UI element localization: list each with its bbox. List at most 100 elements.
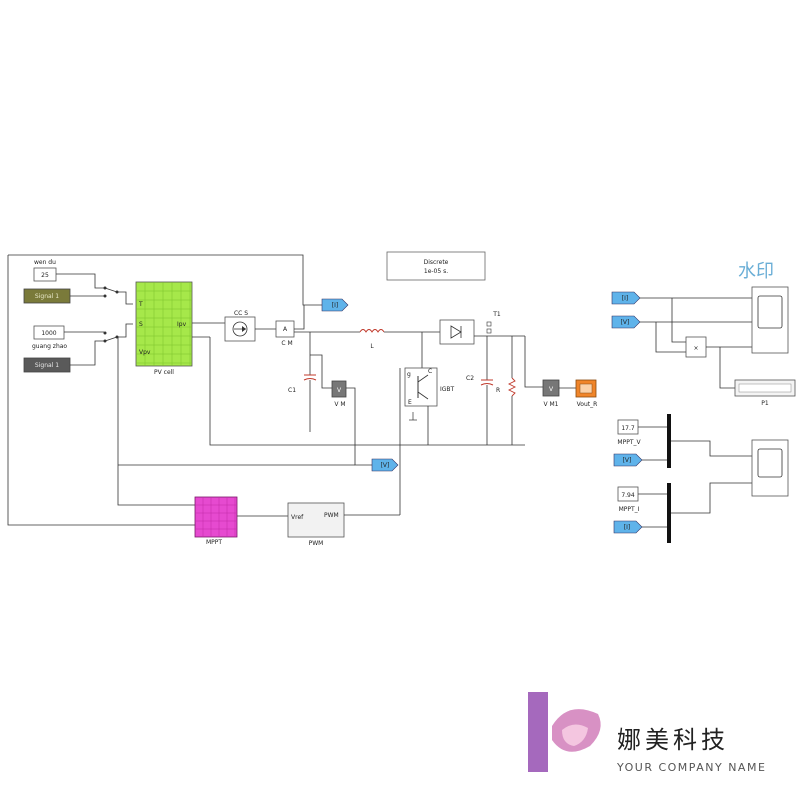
- c2-label: C2: [466, 375, 474, 382]
- current-meter[interactable]: A C M: [275, 320, 295, 347]
- pv-cell-block[interactable]: T S Vpv Ipv PV cell: [135, 281, 193, 376]
- product-symbol: ×: [693, 345, 698, 352]
- vm1-symbol: V: [549, 386, 554, 393]
- vm-label: V M: [334, 401, 345, 408]
- wire-left-loop: [7, 255, 195, 526]
- signal-b-label: Signal 1: [35, 362, 59, 369]
- wendu-constant[interactable]: wen du 25: [33, 259, 57, 282]
- signal-a-label: Signal 1: [35, 293, 59, 300]
- wire-prod-p1: [719, 347, 735, 389]
- capacitor-c1[interactable]: C1: [288, 374, 317, 394]
- wire-i-prod: [671, 298, 686, 343]
- capacitor-c2[interactable]: C2: [466, 375, 494, 386]
- powergui-line1: Discrete: [424, 259, 449, 266]
- c1-label: C1: [288, 387, 296, 394]
- wire-vm-goto: [346, 387, 372, 466]
- signal-builder-1[interactable]: Signal 1: [23, 288, 71, 304]
- mux-2[interactable]: [667, 483, 671, 543]
- wire-sw1-pv: [118, 291, 133, 305]
- pwm-label: PWM: [309, 540, 324, 547]
- signal-builder-2[interactable]: Signal 1: [23, 357, 71, 373]
- logo-name: 娜美科技: [617, 726, 729, 754]
- logo-tagline: YOUR COMPANY NAME: [616, 761, 766, 774]
- powergui-block[interactable]: Discrete 1e-05 s.: [386, 251, 486, 281]
- from-v-tag-2[interactable]: [V]: [613, 453, 643, 467]
- pv-label: PV cell: [154, 369, 174, 376]
- ccs-label: CC S: [234, 310, 248, 317]
- mppt-i-label: MPPT_I: [619, 506, 640, 513]
- igbt-port-c: C: [428, 368, 432, 375]
- manual-switch-2[interactable]: [103, 331, 119, 343]
- r-label: R: [496, 387, 500, 394]
- wire-signal-b: [70, 340, 104, 366]
- wire-mux1-scope2: [671, 440, 752, 457]
- guangzhao-label: guang zhao: [32, 343, 67, 350]
- from-i1-label: [I]: [622, 295, 628, 302]
- from-v-tag-1[interactable]: [V]: [611, 315, 641, 329]
- igbt-label: IGBT: [440, 386, 455, 393]
- wendu-value: 25: [41, 272, 49, 279]
- scope-2[interactable]: [751, 439, 789, 497]
- vout-label: Vout_R: [577, 401, 598, 408]
- company-logo: 娜美科技 YOUR COMPANY NAME: [528, 692, 766, 774]
- manual-switch-1[interactable]: [103, 286, 119, 298]
- pwm-in-port: Vref: [291, 514, 304, 521]
- mppt-i-display[interactable]: 7.94 MPPT_I: [617, 486, 640, 513]
- wire-v-prod: [655, 322, 686, 353]
- pv-port-t: T: [138, 301, 143, 308]
- wire-mux2-scope2: [671, 482, 752, 514]
- igbt-port-g: g: [407, 371, 411, 378]
- from-i-tag-2[interactable]: [I]: [613, 520, 643, 534]
- display-p1[interactable]: P1: [734, 379, 796, 407]
- mux-1[interactable]: [667, 414, 671, 468]
- diode-t1[interactable]: T1: [439, 311, 501, 345]
- goto-i-label: [I]: [332, 302, 338, 309]
- goto-v-tag[interactable]: [V]: [371, 458, 399, 472]
- mppt-v-value: 17.7: [621, 425, 635, 432]
- goto-i-tag[interactable]: [I]: [321, 298, 349, 312]
- from-i-tag-1[interactable]: [I]: [611, 291, 641, 305]
- pwm-block[interactable]: Vref PWM PWM: [287, 502, 345, 547]
- mppt-label: MPPT: [206, 539, 222, 546]
- mppt-i-value: 7.94: [621, 492, 635, 499]
- guangzhao-value: 1000: [41, 330, 56, 337]
- p1-label: P1: [761, 400, 769, 407]
- powergui-line2: 1e-05 s.: [424, 268, 448, 275]
- controlled-current-source[interactable]: CC S: [224, 310, 256, 342]
- wire-vm1-in: [524, 336, 543, 388]
- wire-wendu: [56, 273, 104, 289]
- igbt-switch[interactable]: g C E IGBT: [404, 367, 455, 421]
- igbt-port-e: E: [408, 399, 412, 406]
- voltage-meter-vm1[interactable]: V V M1: [542, 379, 560, 408]
- cm-label: C M: [281, 340, 292, 347]
- inductor-label: L: [370, 343, 374, 350]
- watermark-text: 水印: [738, 261, 774, 282]
- voltage-meter-vm[interactable]: V V M: [331, 380, 347, 408]
- wire-mppt-v: [117, 337, 195, 506]
- mppt-block[interactable]: MPPT: [194, 496, 238, 546]
- wire-ground-bus: [209, 337, 525, 446]
- pwm-out-port: PWM: [324, 512, 339, 519]
- pv-port-vpv: Vpv: [139, 349, 151, 356]
- inductor-l[interactable]: L: [359, 329, 385, 351]
- wire-sw2-pv: [118, 323, 133, 338]
- diode-label: T1: [492, 311, 501, 318]
- mppt-v-label: MPPT_V: [617, 439, 641, 446]
- vout-scope[interactable]: Vout_R: [575, 379, 598, 408]
- from-i2-label: [I]: [624, 524, 630, 531]
- goto-v-label: [V]: [381, 462, 390, 469]
- vm-symbol: V: [337, 387, 342, 394]
- mppt-v-display[interactable]: 17.7 MPPT_V: [617, 419, 641, 446]
- wire-vm-in: [310, 354, 332, 389]
- guangzhao-constant[interactable]: 1000 guang zhao: [32, 325, 67, 350]
- from-v1-label: [V]: [621, 319, 630, 326]
- wire-cm-goto: [294, 305, 305, 330]
- scope-1[interactable]: [751, 286, 789, 354]
- wendu-label: wen du: [34, 259, 56, 266]
- product-block[interactable]: ×: [685, 336, 707, 358]
- vm1-label: V M1: [543, 401, 558, 408]
- from-v2-label: [V]: [623, 457, 632, 464]
- resistor-r[interactable]: R: [496, 377, 517, 397]
- cm-symbol: A: [283, 326, 288, 333]
